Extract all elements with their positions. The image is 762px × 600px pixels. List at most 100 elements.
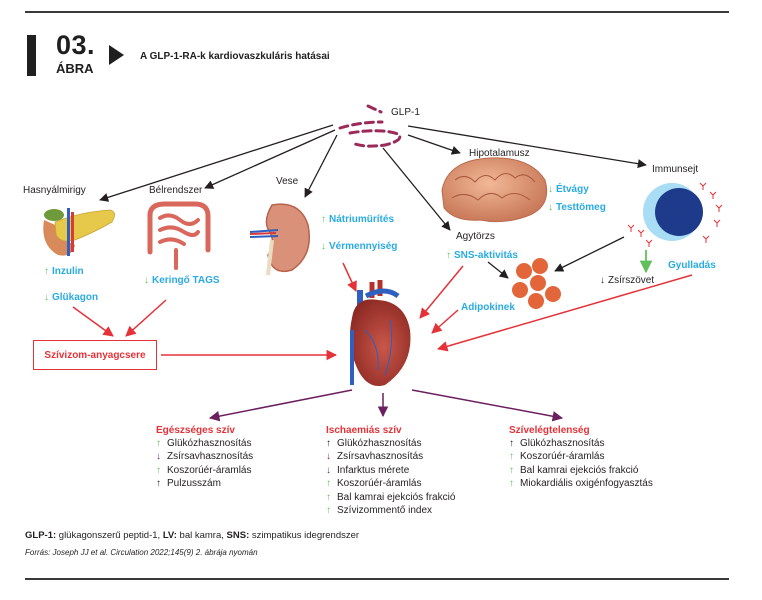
purple-arrows (208, 389, 564, 422)
gut-label: Bélrendszer (149, 185, 203, 196)
figure-label: ÁBRA (56, 61, 94, 76)
arrow-up-icon: ↑ (156, 464, 161, 476)
arrow-adipokines-to-heart (431, 309, 459, 334)
outcome-item-text: Glükózhasznosítás (520, 438, 605, 449)
arrow-up-icon: ↑ (446, 250, 451, 261)
arrow-sns-to-heart (419, 265, 464, 319)
arrow-down-icon: ↓ (326, 464, 331, 476)
arrow-sns-to-adipose (487, 261, 509, 279)
outcome-item-text: Koszorúér-áramlás (520, 451, 605, 463)
effect-circulating-tags: ↓Keringő TAGS (144, 275, 220, 286)
outcome-item: ↑ Koszorúér-áramlás (509, 450, 653, 463)
arrow-up-icon: ↑ (321, 214, 326, 225)
header-bar (27, 35, 36, 76)
arrow-to-brainstem (382, 147, 451, 231)
glp1-arrows (99, 124, 647, 279)
effect-natriuresis: ↑Nátriumürítés (321, 214, 395, 225)
arrow-to-immune-cell (407, 125, 647, 169)
outcome-title: Egészséges szív (156, 425, 235, 436)
effect-inflammation: Gyulladás (668, 260, 716, 271)
outcome-item: ↑Szívizommentő index (326, 504, 455, 517)
effect-sns-activity: ↑SNS-aktivitás (446, 250, 518, 261)
arrow-up-icon: ↑ (509, 464, 514, 476)
arrow-to-kidney (304, 134, 338, 198)
myocardial-metabolism-box: Szívizom-anyagcsere (33, 340, 157, 370)
outcome-item-text: Bal kamrai ejekciós frakció (337, 491, 456, 503)
effect-insulin: ↑Inzulin (44, 266, 84, 277)
outcome-list: ↑Glükózhasznosítás↓Zsírsavhasznosítás↑Ko… (156, 437, 253, 491)
bottom-rule (25, 578, 729, 580)
arrow-up-icon: ↑ (44, 266, 49, 277)
play-triangle-icon (109, 45, 124, 65)
arrow-down-icon: ↓ (44, 292, 49, 303)
immune-cell-label: Immunsejt (652, 164, 699, 175)
outcome-list: ↑ Glükózhasznosítás ↓ Zsírsavhasznosítás ↓ In… (326, 437, 455, 517)
outcome-item: ↑ Bal kamrai ejekciós frakció (326, 491, 455, 504)
abbreviations: GLP-1: glükagonszerű peptid-1, LV: bal k… (25, 530, 360, 541)
outcome-item: ↑ Glükózhasznosítás (326, 437, 455, 450)
arrow-down-icon: ↓ (326, 451, 331, 463)
outcome-healthy-heart: Egészséges szív ↑Glükózhasznosítás↓Zsírs… (156, 424, 253, 491)
arrow-heart-to-failure (411, 389, 564, 422)
outcome-item-text: Zsírsavhasznosítás (337, 451, 424, 463)
pancreas-illustration (43, 208, 115, 256)
effect-glucagon: ↓Glükagon (44, 292, 99, 303)
outcome-item-text: Koszorúér-áramlás (167, 464, 252, 476)
figure-number: 03. (56, 30, 96, 60)
arrow-up-icon: ↑ (326, 438, 331, 449)
arrow-down-icon: ↓ (156, 451, 161, 463)
outcome-item-text: Glükózhasznosítás (337, 438, 422, 449)
intestine-illustration (147, 201, 211, 270)
outcome-item: ↑ Koszorúér-áramlás (326, 477, 455, 490)
arrow-up-icon: ↑ (156, 478, 161, 490)
arrow-up-icon: ↑ (326, 478, 331, 490)
arrow-down-icon: ↓ (144, 275, 149, 286)
arrow-down-icon: ↓ (321, 241, 326, 252)
antibody-icons (627, 182, 723, 247)
outcome-title: Ischaemiás szív (326, 425, 402, 436)
arrow-down-icon: ↓ (548, 184, 553, 195)
outcome-item-text: Bal kamrai ejekciós frakció (520, 464, 639, 476)
outcome-list: ↑ Glükózhasznosítás ↑ Koszorúér-áramlás ↑ Bal… (509, 437, 653, 491)
outcome-item: ↓Zsírsavhasznosítás (156, 450, 253, 463)
fat-tissue-label: ↓Zsírszövet (600, 275, 655, 286)
brain-illustration (441, 157, 548, 223)
outcome-heart-failure: Szívelégtelenség ↑Glükózhasznosítás↑Kosz… (509, 424, 653, 491)
arrow-gut-to-box (125, 299, 167, 337)
hypothalamus-label: Hipotalamusz (469, 148, 530, 159)
source-citation: Forrás: Joseph JJ et al. Circulation 202… (25, 548, 258, 557)
arrow-down-icon: ↓ (548, 202, 553, 213)
outcome-item-text: Pulzusszám (167, 478, 221, 490)
arrow-inflammation-to-heart (436, 274, 693, 352)
outcome-item: ↑ Miokardiális oxigénfogyasztás (509, 477, 653, 490)
arrow-up-icon: ↑ (509, 478, 514, 490)
outcome-item: ↓ Infarktus mérete (326, 464, 455, 477)
outcome-item: ↑ Bal kamrai ejekciós frakció (509, 464, 653, 477)
arrow-pancreas-to-box (72, 306, 114, 337)
arrow-up-icon: ↑ (509, 451, 514, 463)
arrow-up-icon: ↑ (326, 491, 331, 503)
outcome-item: ↑ Koszorúér-áramlás (156, 464, 253, 477)
effect-appetite: ↓Étvágy (548, 184, 589, 195)
adipocyte-cluster-icon (512, 258, 561, 309)
immune-cell-icon (627, 182, 723, 247)
outcome-ischemic-heart: Ischaemiás szív ↑ Glükózhasznosítás ↓ Zsírs… (326, 424, 455, 517)
outcome-item-text: Koszorúér-áramlás (337, 478, 422, 490)
outcome-item: ↑ Glükózhasznosítás (509, 437, 653, 450)
figure-title: A GLP-1-RA-k kardiovaszkuláris hatásai (140, 51, 330, 62)
effect-blood-volume: ↓Vérmennyiség (321, 241, 398, 252)
kidney-label: Vese (276, 176, 299, 187)
outcome-item: ↓ Zsírsavhasznosítás (326, 450, 455, 463)
outcome-item-text: Infarktus mérete (337, 464, 410, 476)
outcome-item: ↑Glükózhasznosítás (156, 437, 253, 450)
arrow-to-gut (204, 129, 336, 189)
arrow-immune-to-adipose (554, 236, 625, 272)
glp1-molecule-icon (338, 104, 402, 148)
arrow-heart-to-healthy (208, 389, 353, 422)
outcome-item-text: Miokardiális oxigénfogyasztás (520, 478, 653, 490)
glp1-label: GLP-1 (391, 107, 420, 118)
arrow-up-icon: ↑ (509, 438, 514, 449)
arrow-to-hypothalamus (407, 134, 461, 155)
effect-adipokines: Adipokinek (461, 302, 515, 313)
